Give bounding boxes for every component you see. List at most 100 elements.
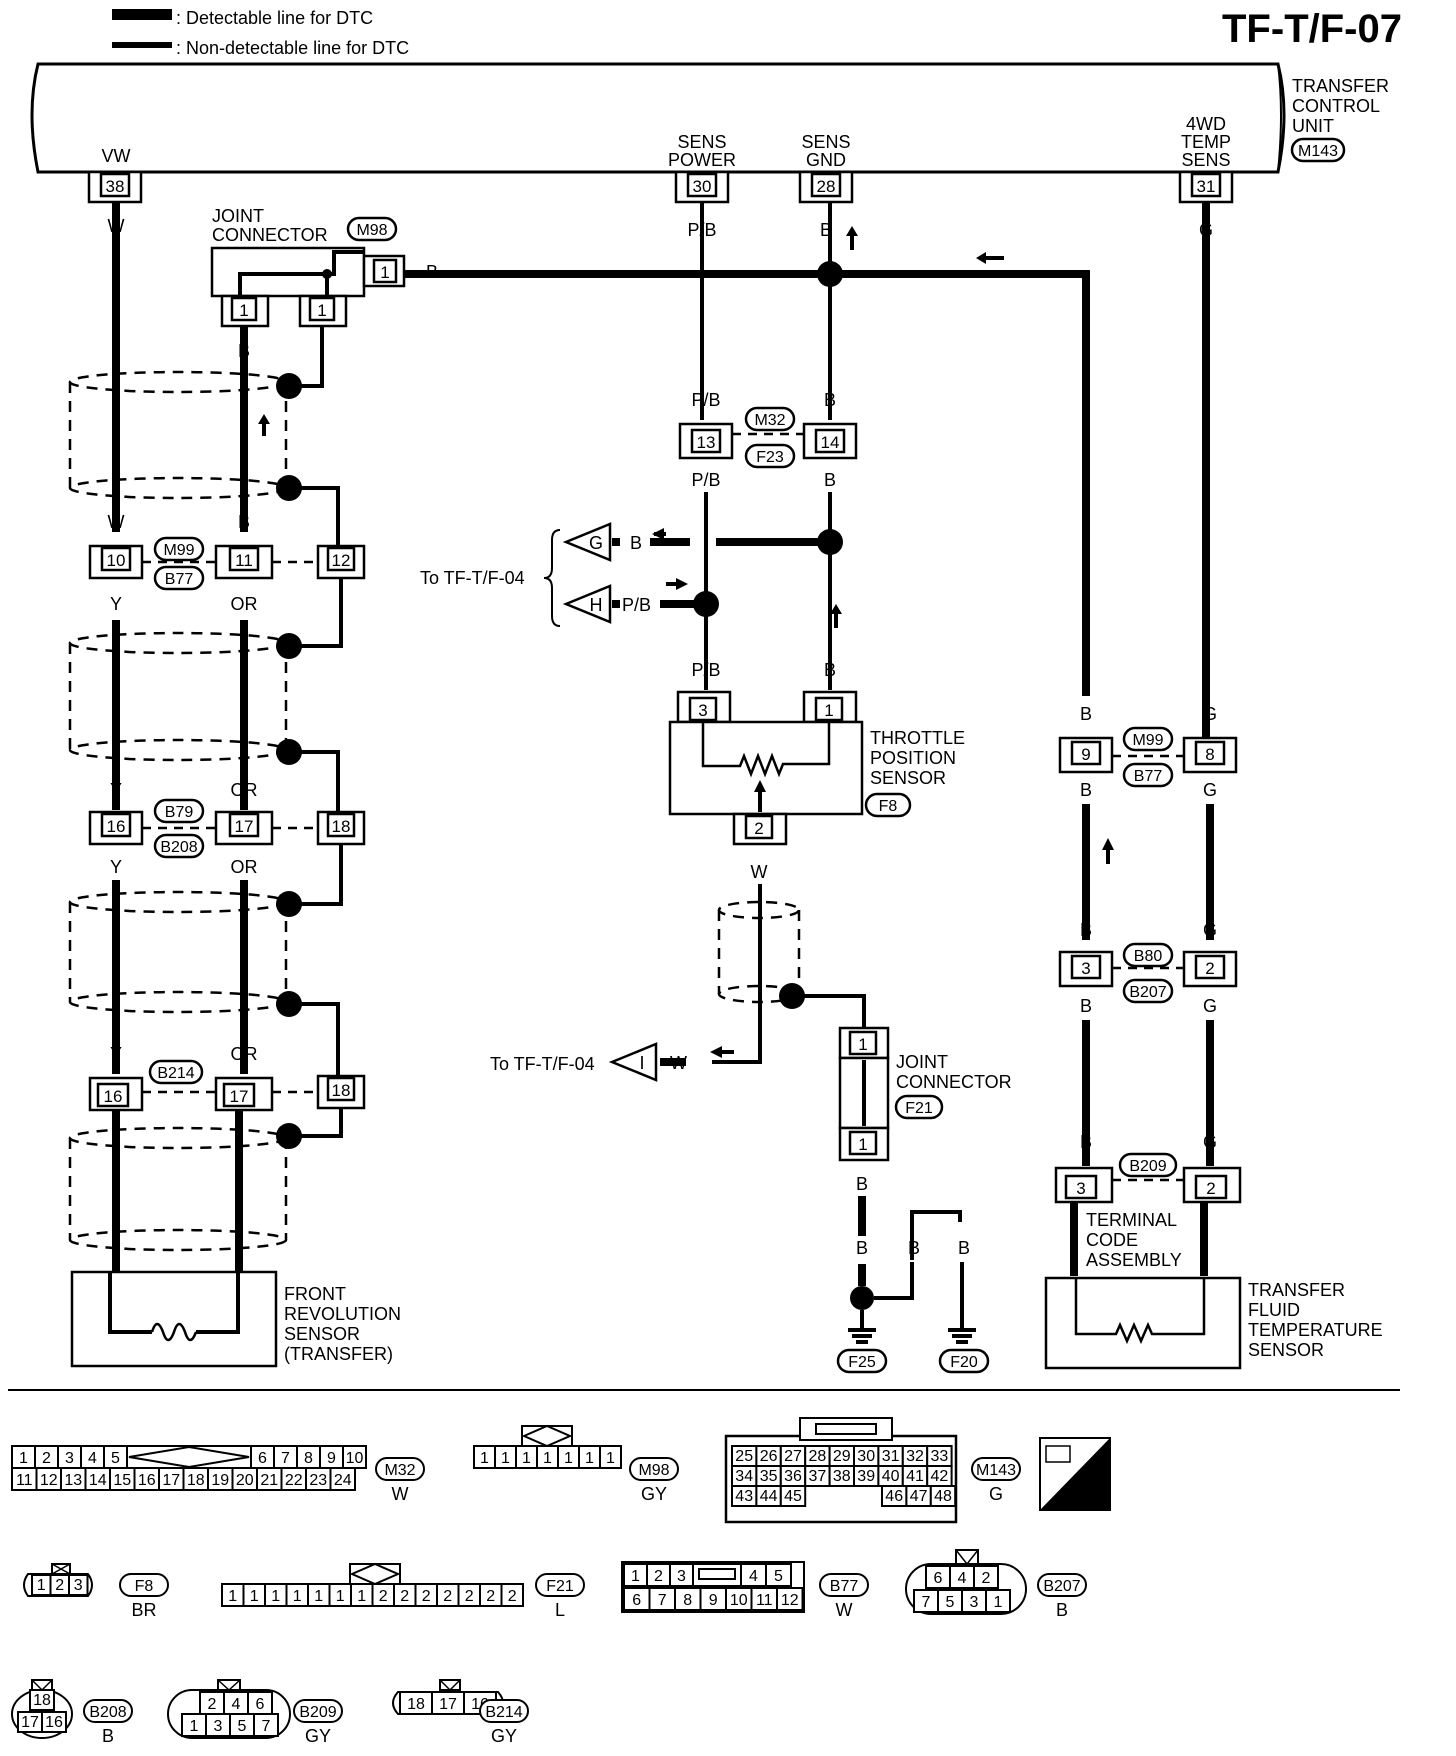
svg-text:B: B [238,512,250,532]
svg-text:B208: B208 [160,839,197,856]
legend-non-detectable: : Non-detectable line for DTC [176,38,409,58]
transfer-fluid-temperature-sensor: TRANSFER FLUID TEMPERATURE SENSOR [1044,1276,1383,1370]
connector-key [521,1425,573,1447]
pin-label: 7 [658,1592,667,1609]
svg-text:P/B: P/B [691,660,720,680]
shield-4 [68,1126,288,1252]
connector-key-diamond [349,1562,401,1586]
m98-color: GY [641,1484,667,1504]
pin-cell [329,1467,356,1491]
svg-text:B: B [824,390,836,410]
svg-text:B: B [958,1238,970,1258]
svg-text:1: 1 [239,301,248,320]
svg-text:12: 12 [332,551,351,570]
pin-label: 24 [334,1472,352,1489]
f21-color: L [555,1600,565,1620]
pin-cell [599,1445,622,1469]
svg-text:SENSOR: SENSOR [870,768,946,788]
pin-label: 9 [327,1450,336,1467]
pin-temp-label1: 4WD [1186,114,1226,134]
pin-label: 2 [508,1588,517,1605]
pin-label: 4 [958,1570,967,1587]
svg-text:17: 17 [235,817,254,836]
pin-label: 18 [407,1696,425,1713]
svg-text:B: B [1080,704,1092,724]
pin-sens-gnd-label1: SENS [801,132,850,152]
pin-label: 18 [187,1472,205,1489]
b209-id-tag [293,1699,343,1723]
pin-label: 22 [285,1472,303,1489]
pin-temp-label3: SENS [1181,150,1230,170]
svg-text:OR: OR [231,857,258,877]
svg-text:16: 16 [104,1087,123,1106]
svg-text:17: 17 [230,1087,249,1106]
svg-text:OR: OR [231,1044,258,1064]
pin-cell [253,1713,279,1737]
pin-label: 31 [882,1448,900,1465]
legend: : Detectable line for DTC : Non-detectab… [112,8,409,58]
pin-label: 2 [379,1588,388,1605]
pin-label: 1 [543,1450,552,1467]
m32-id-tag [375,1457,425,1481]
svg-text:JOINT: JOINT [212,206,264,226]
pin-label: 4 [88,1450,97,1467]
b77-id-tag [819,1573,869,1597]
svg-text:18: 18 [332,817,351,836]
front-revolution-sensor: FRONT REVOLUTION SENSOR (TRANSFER) [70,1270,401,1368]
connector-key [126,1445,252,1469]
pin-label: 16 [138,1472,156,1489]
svg-text:FRONT: FRONT [284,1284,346,1304]
svg-text:B207: B207 [1129,984,1166,1001]
pin-label: 15 [113,1472,131,1489]
svg-text:3: 3 [698,701,707,720]
svg-text:30: 30 [693,177,712,196]
connector-b80-b207: B G 3 2 B80 B207 B G [1058,920,1238,1016]
svg-text:G: G [1203,780,1217,800]
svg-text:W: W [670,1053,687,1073]
pin-label: 17 [21,1714,39,1731]
pin-label: 3 [74,1577,83,1594]
pin-label: 6 [934,1570,943,1587]
pin-label: 20 [236,1472,254,1489]
pin-label: 2 [208,1696,217,1713]
pin-label: 25 [735,1448,753,1465]
svg-text:FLUID: FLUID [1248,1300,1300,1320]
svg-text:Y: Y [110,1044,122,1064]
pin-label: 5 [111,1450,120,1467]
pin-label: 1 [564,1450,573,1467]
svg-text:31: 31 [1197,177,1216,196]
pin-label: 3 [214,1718,223,1735]
f8-id: F8 [135,1578,154,1595]
pin-label: 47 [910,1488,928,1505]
throttle-position-sensor: P/B B 3 1 2 THROTTLE POSITION SENSOR F8 … [668,660,965,882]
pin-label: 12 [781,1592,799,1609]
svg-text:SENSOR: SENSOR [284,1324,360,1344]
svg-text:2: 2 [754,819,763,838]
unit-id: M143 [1298,143,1338,160]
svg-text:F25: F25 [848,1354,876,1371]
pin-label: 17 [439,1696,457,1713]
pin-label: 8 [304,1450,313,1467]
connector-b79-b208: Y OR 16 17 18 B79 B208 Y OR [88,780,366,877]
pin-label: 21 [260,1472,278,1489]
svg-text:1: 1 [858,1035,867,1054]
wire-b-ground-bus [404,270,1090,696]
pin-label: 40 [882,1468,900,1485]
shield-tps [717,900,801,1004]
pin-label: 6 [258,1450,267,1467]
svg-text:2: 2 [1205,959,1214,978]
svg-text:M98: M98 [356,222,387,239]
grounds: B B B F25 F20 [836,1196,990,1374]
m32-color: W [392,1484,409,1504]
svg-text:M99: M99 [1132,732,1163,749]
connector-key-mark [439,1679,461,1692]
f21-id-tag [535,1573,585,1597]
pin-label: 4 [749,1568,758,1585]
connector-m32-f23: P/B B 13 14 M32 F23 P/B B [678,390,858,490]
pin-label: 1 [19,1450,28,1467]
